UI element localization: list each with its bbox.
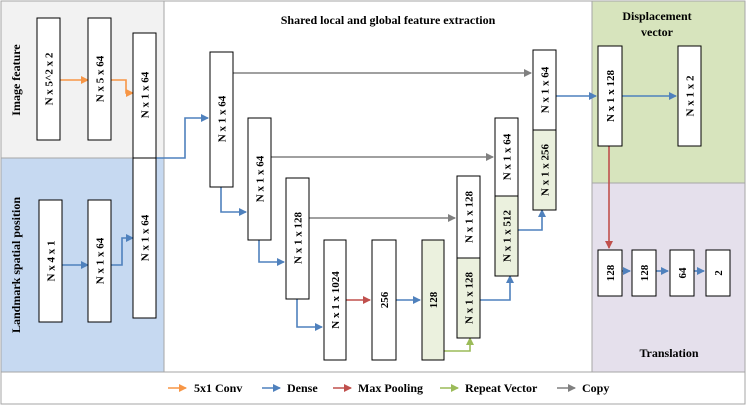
box-tr2 [631,249,657,297]
box-dec3-bot-label: N x 1 x 256 [540,144,552,196]
box-enc2 [247,117,272,241]
box-tr1 [597,249,623,297]
conv-arrow-2 [111,79,134,97]
box-tr3-label: 64 [677,267,689,279]
box-rep128 [456,257,481,339]
dense-arrow-enc2 [258,240,285,266]
box-enc1 [209,51,234,188]
box-tr2-label: 128 [639,264,651,281]
box-enc1-label: N x 1 x 64 [217,95,229,142]
legend-dense-label: Dense [287,381,318,395]
box-tr4 [705,249,731,297]
box-dec2-top-label: N x 1 x 64 [502,133,514,180]
translation-title: Translation [639,346,698,360]
displacement-title-line1: Displacement [622,9,691,23]
box-tr3 [669,249,695,297]
dense-arrow-enc3 [296,299,323,331]
box-lm-dense2 [132,157,157,319]
box-dec3-top-label: N x 1 x 64 [540,66,552,113]
box-lm-in-label: N x 4 x 1 [46,241,58,282]
dense-arrow-dec1 [480,275,514,301]
landmark-label: Landmark spatial position [9,197,23,333]
displacement-title-line2: vector [641,25,674,39]
box-dec3-bot [532,129,557,211]
legend-region [0,371,746,405]
box-disp1 [597,45,623,147]
box-enc4-label: N x 1 x 1024 [330,271,342,329]
box-dec1-top-label: N x 1 x 128 [464,191,476,243]
box-img-conv [87,17,112,141]
box-pool-label: 256 [379,291,391,308]
legend-maxpool-label: Max Pooling [358,381,423,395]
box-lm-dense2-label: N x 1 x 64 [140,214,152,261]
box-dec2-bot [494,195,519,277]
box-enc3-label: N x 1 x 128 [293,212,305,264]
box-lm-in [38,199,63,323]
box-dec2-bot-label: N x 1 x 512 [502,210,514,262]
dense-arrow-enc1 [220,187,247,216]
box-img-in [36,17,61,141]
repeat-arrow [433,337,474,352]
box-enc3 [285,177,310,300]
box-enc4 [323,239,347,361]
box-lm-dense1 [87,199,112,323]
dense-arrow-merge [156,114,209,159]
box-disp2-label: N x 1 x 2 [685,75,697,116]
legend: 5x1 Conv Dense Max Pooling Repeat Vector… [168,381,609,395]
shared-title: Shared local and global feature extracti… [281,13,496,27]
dense-arrow-lm2 [111,234,134,266]
box-img-conv-label: N x 5 x 64 [95,55,107,102]
box-dense128 [421,239,445,361]
legend-conv-label: 5x1 Conv [194,381,242,395]
box-dense128-label: 128 [428,291,440,308]
dense-arrow-dec2 [518,209,546,231]
box-lm-dense1-label: N x 1 x 64 [95,237,107,284]
box-enc2-label: N x 1 x 64 [255,155,267,202]
box-tr1-label: 128 [605,264,617,281]
shared-region [163,0,593,373]
box-img-in-label: N x 5^2 x 2 [44,52,56,105]
image-feature-label: Image feature [9,44,23,116]
box-tr4-label: 2 [713,270,725,276]
legend-repeat-label: Repeat Vector [465,381,538,395]
box-disp2 [677,45,702,147]
legend-copy-label: Copy [582,381,609,395]
box-img-dense-label: N x 1 x 64 [140,71,152,118]
box-rep128-label: N x 1 x 128 [464,272,476,324]
box-pool [371,239,397,361]
box-disp1-label: N x 1 x 128 [605,70,617,122]
